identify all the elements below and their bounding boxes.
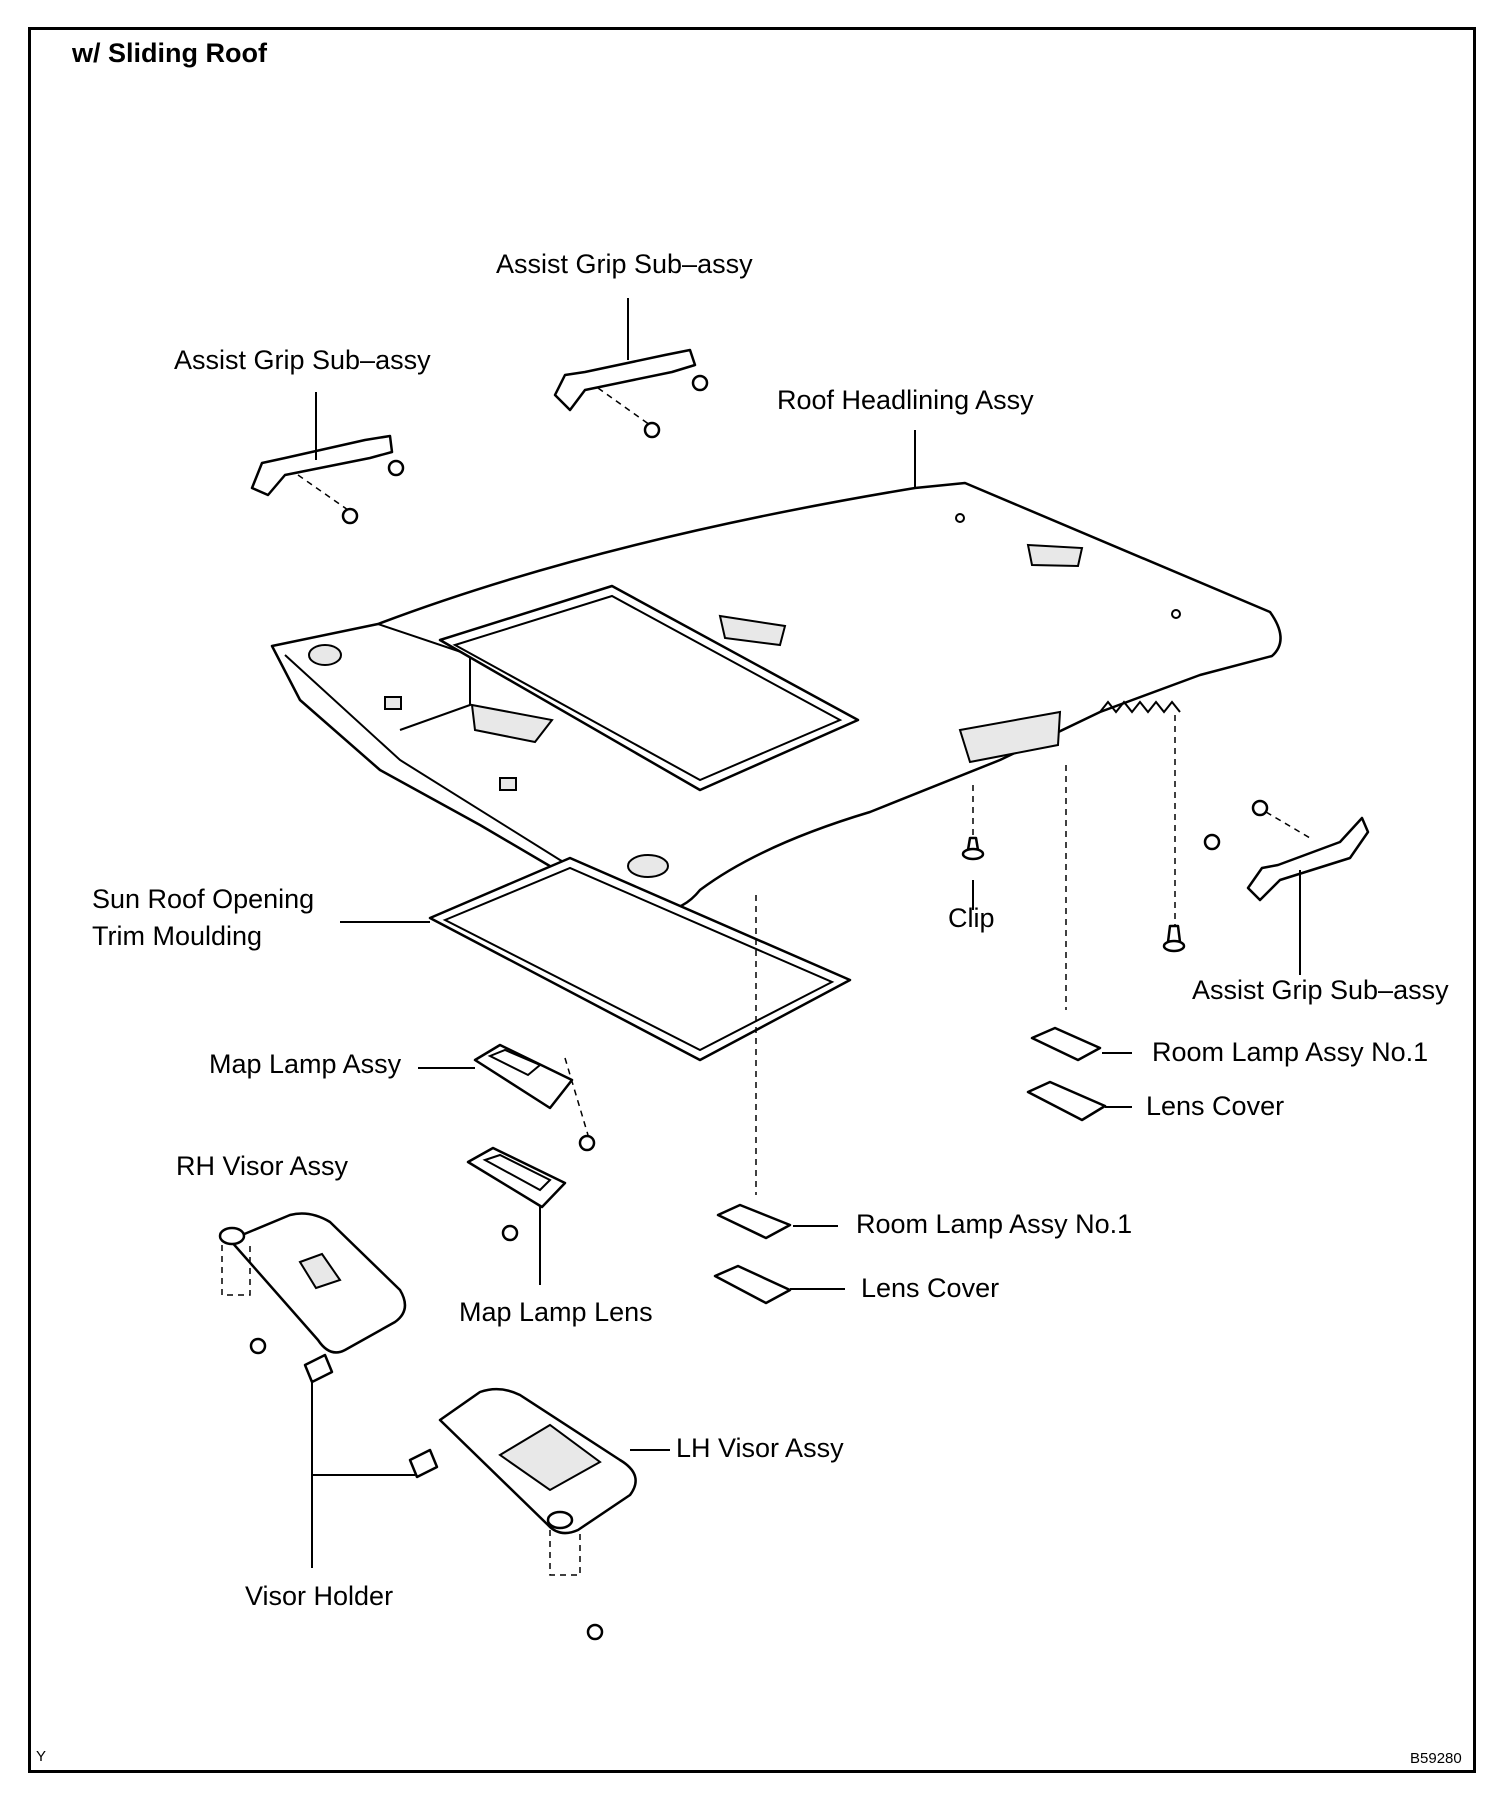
map-lamp-assy-part	[473, 1043, 596, 1152]
assist-grip-right-part	[1203, 799, 1370, 902]
rh-visor-label: RH Visor Assy	[176, 1151, 349, 1181]
sun-roof-trim-label-line2: Trim Moulding	[92, 921, 263, 951]
lh-visor-part	[438, 1387, 637, 1641]
leader-lines	[311, 298, 1301, 1568]
corner-code-left: Y	[36, 1748, 47, 1765]
room-lamp-1-label: Room Lamp Assy No.1	[1152, 1037, 1429, 1067]
clip-label: Clip	[948, 903, 995, 933]
map-lamp-lens-part	[466, 1146, 567, 1242]
roof-headlining-label: Roof Headlining Assy	[777, 385, 1034, 415]
lens-cover-1-label: Lens Cover	[1146, 1091, 1285, 1121]
visor-holder-part	[303, 1353, 439, 1479]
roof-headlining-part	[270, 481, 1282, 913]
visor-holder-label: Visor Holder	[245, 1581, 394, 1611]
sun-roof-trim-label-line1: Sun Roof Opening	[92, 884, 315, 914]
assist-grip-left-label: Assist Grip Sub–assy	[174, 345, 431, 375]
clip-part	[755, 715, 1186, 1195]
lens-cover-2-label: Lens Cover	[861, 1273, 1000, 1303]
map-lamp-assy-label: Map Lamp Assy	[209, 1049, 402, 1079]
assist-grip-left-part	[250, 434, 405, 525]
room-lamp-2-part	[713, 1203, 792, 1305]
lh-visor-label: LH Visor Assy	[676, 1433, 844, 1463]
assist-grip-top-label: Assist Grip Sub–assy	[496, 249, 753, 279]
rh-visor-part	[218, 1212, 407, 1355]
figure-code: B59280	[1410, 1750, 1462, 1767]
room-lamp-2-label: Room Lamp Assy No.1	[856, 1209, 1133, 1239]
assist-grip-top-part	[553, 348, 709, 439]
map-lamp-lens-label: Map Lamp Lens	[459, 1297, 653, 1327]
diagram-frame	[28, 27, 1476, 1773]
diagram-title: w/ Sliding Roof	[72, 38, 267, 68]
room-lamp-1-part	[1026, 1026, 1107, 1122]
assist-grip-right-label: Assist Grip Sub–assy	[1192, 975, 1449, 1005]
sun-roof-trim-moulding-part	[428, 856, 852, 1062]
